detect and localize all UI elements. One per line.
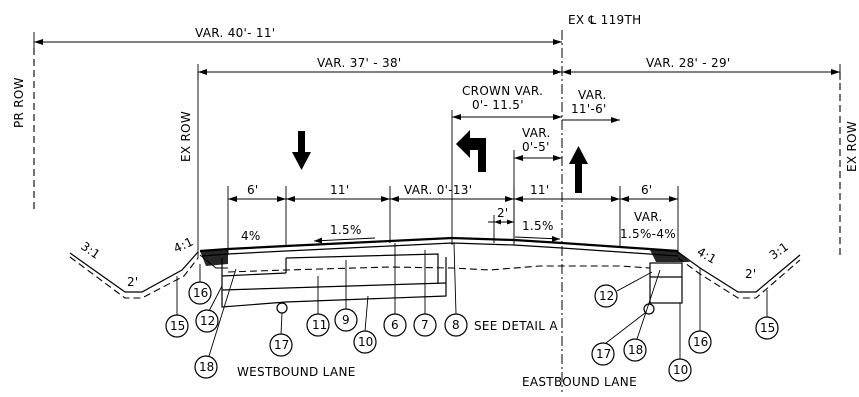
callout-12-right: 12 xyxy=(594,271,653,308)
slope-left-arrow xyxy=(313,237,376,244)
pr-row-label: PR ROW xyxy=(12,77,26,128)
ditch-2-left: 2' xyxy=(127,275,139,289)
crown-title: CROWN VAR. xyxy=(462,84,543,98)
slope-31-left: 3:1 xyxy=(78,239,103,262)
dimension-var-116 xyxy=(562,117,620,123)
callout-17-left: 17 xyxy=(269,312,293,357)
dim-11-left: 11' xyxy=(330,183,349,197)
ex-row-right-label: EX ROW xyxy=(845,121,859,172)
ex-row-left-label: EX ROW xyxy=(179,111,193,162)
dimension-left-row: VAR. 37' - 38' xyxy=(197,56,562,80)
slope-left-shoulder: 4% xyxy=(241,229,261,243)
up-arrow-icon xyxy=(569,146,588,193)
slope-right-arrow xyxy=(514,236,561,242)
dim-overall-left-label: VAR. 40'- 11' xyxy=(195,26,275,40)
crown-value: 0'- 11.5' xyxy=(472,98,524,112)
callout-9: 9 xyxy=(334,260,358,332)
svg-text:12: 12 xyxy=(599,289,614,303)
slope-right-shoulder: 1.5%-4% xyxy=(620,227,676,241)
slope-right-lane: 1.5% xyxy=(522,219,554,233)
svg-text:18: 18 xyxy=(628,343,643,357)
callout-6: 6 xyxy=(383,243,407,337)
svg-text:6: 6 xyxy=(391,318,399,332)
svg-text:8: 8 xyxy=(452,318,460,332)
svg-text:16: 16 xyxy=(193,286,208,300)
callout-15-right: 15 xyxy=(755,290,779,340)
svg-text:11: 11 xyxy=(312,318,327,332)
centerline-label: EX ℄ 119TH xyxy=(568,13,641,27)
callout-8: 8 xyxy=(444,242,468,337)
dim-2: 2' xyxy=(497,206,509,220)
slope-41-right: 4:1 xyxy=(695,244,720,266)
dim-6-right: 6' xyxy=(641,183,653,197)
ditch-2-right: 2' xyxy=(745,267,757,281)
down-arrow-icon xyxy=(292,131,311,170)
var-05-value: 0'-5' xyxy=(522,140,550,154)
var-05-title: VAR. xyxy=(522,126,551,140)
slope-left-lane: 1.5% xyxy=(330,223,362,237)
svg-text:12: 12 xyxy=(200,314,215,328)
dimension-right-row: VAR. 28' - 29' xyxy=(562,56,841,80)
callout-16-left: 16 xyxy=(188,264,212,305)
callout-15-left: 15 xyxy=(165,276,189,338)
pavement-section xyxy=(199,236,690,315)
dim-left-row-label: VAR. 37' - 38' xyxy=(317,56,402,70)
svg-text:7: 7 xyxy=(421,318,429,332)
var-116-title: VAR. xyxy=(578,88,607,102)
svg-text:9: 9 xyxy=(342,313,350,327)
dimension-lane-widths xyxy=(227,186,679,255)
callout-18-left: 18 xyxy=(194,268,237,379)
dim-6-left: 6' xyxy=(247,183,259,197)
svg-text:17: 17 xyxy=(274,338,289,352)
var-right-title: VAR. xyxy=(634,210,663,224)
svg-text:18: 18 xyxy=(199,360,214,374)
callout-7: 7 xyxy=(413,250,437,337)
see-detail-label: SEE DETAIL A xyxy=(474,319,558,333)
slope-41-left: 4:1 xyxy=(171,234,195,255)
svg-text:16: 16 xyxy=(693,335,708,349)
dimension-overall-left: VAR. 40'- 11' xyxy=(33,26,562,52)
dim-11-right: 11' xyxy=(530,183,549,197)
slope-31-right: 3:1 xyxy=(767,239,792,262)
callout-10-left: 10 xyxy=(353,295,377,354)
var-116-value: 11'-6' xyxy=(571,102,607,116)
callout-11: 11 xyxy=(306,276,330,337)
westbound-lane-label: WESTBOUND LANE xyxy=(237,365,356,379)
dim-right-row-label: VAR. 28' - 29' xyxy=(646,56,731,70)
callout-12-left: 12 xyxy=(195,285,223,333)
callout-17-right: 17 xyxy=(591,312,646,366)
callout-18-right: 18 xyxy=(623,269,661,362)
callout-10-right: 10 xyxy=(668,303,692,382)
svg-text:15: 15 xyxy=(760,321,775,335)
left-turn-arrow-icon xyxy=(456,130,486,172)
dimension-crown xyxy=(451,110,562,245)
eastbound-lane-label: EASTBOUND LANE xyxy=(522,375,637,389)
ground-profile xyxy=(69,251,801,299)
dim-var-013: VAR. 0'-13' xyxy=(404,183,472,197)
svg-text:17: 17 xyxy=(596,347,611,361)
svg-text:10: 10 xyxy=(358,335,373,349)
svg-text:10: 10 xyxy=(673,363,688,377)
svg-text:15: 15 xyxy=(170,319,185,333)
callout-16-right: 16 xyxy=(688,268,712,354)
